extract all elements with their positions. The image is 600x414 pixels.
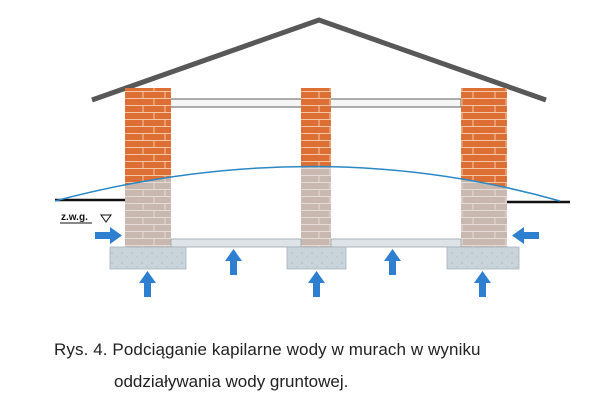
side-arrows bbox=[95, 227, 539, 244]
arrow-up-5 bbox=[474, 271, 491, 297]
arrow-up-1 bbox=[139, 271, 156, 297]
water-level-symbol bbox=[100, 214, 112, 223]
up-arrows bbox=[139, 249, 491, 297]
water-level-label: z.w.g. bbox=[61, 212, 88, 223]
foundation-middle bbox=[286, 246, 347, 270]
roof bbox=[91, 17, 547, 103]
floor-slab-left bbox=[170, 238, 302, 248]
foundations bbox=[109, 246, 520, 270]
arrow-left-pointing bbox=[512, 227, 539, 244]
capillary-rise-line bbox=[54, 165, 561, 202]
ceiling-beam-right bbox=[325, 98, 462, 108]
ceiling-beam-left bbox=[167, 98, 304, 108]
arrow-right-pointing bbox=[95, 227, 122, 244]
arrow-up-3 bbox=[308, 271, 325, 297]
floor-slab-right bbox=[330, 238, 462, 248]
arrow-up-4 bbox=[384, 249, 401, 275]
arrow-up-2 bbox=[225, 249, 242, 275]
foundation-right bbox=[446, 246, 520, 270]
wall-middle-wet bbox=[301, 166, 331, 248]
foundation-left bbox=[109, 246, 187, 270]
